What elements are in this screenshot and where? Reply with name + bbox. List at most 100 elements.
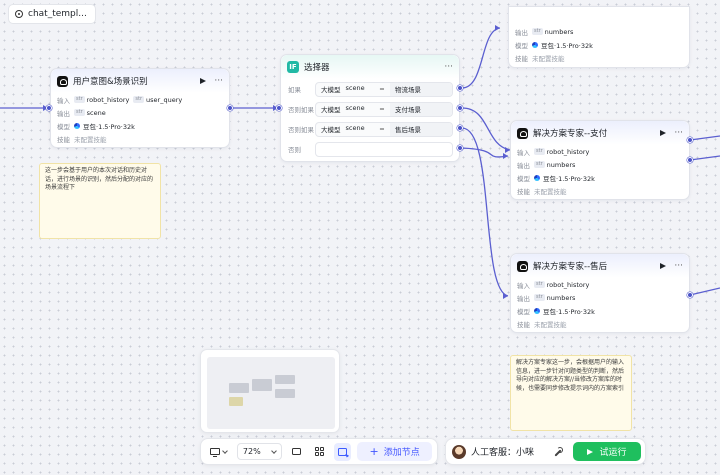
doubao-model-icon bbox=[534, 307, 540, 314]
minimap[interactable] bbox=[200, 349, 340, 433]
model-row: 模型 豆包·1.5·Pro·32k bbox=[511, 171, 689, 184]
model-label: 模型 bbox=[517, 307, 530, 316]
test-run-button[interactable]: 试运行 bbox=[573, 442, 641, 461]
model-label: 模型 bbox=[57, 122, 70, 131]
agent-name[interactable]: 人工客服：小咪 bbox=[471, 448, 535, 458]
model-name: 豆包·1.5·Pro·32k bbox=[83, 122, 135, 131]
left-var: scene bbox=[345, 124, 365, 132]
run-node-icon[interactable] bbox=[660, 130, 667, 136]
more-icon[interactable]: ··· bbox=[214, 75, 223, 86]
add-node-button[interactable]: + 添加节点 bbox=[357, 442, 432, 461]
plus-icon: + bbox=[369, 445, 379, 458]
run-node-icon[interactable] bbox=[200, 78, 207, 84]
model-name: 豆包·1.5·Pro·32k bbox=[543, 307, 595, 316]
output-port[interactable] bbox=[687, 157, 693, 163]
input-var: robot_history bbox=[546, 280, 590, 289]
more-icon[interactable]: ··· bbox=[674, 127, 683, 138]
skills-row: 技能 未配置技能 bbox=[51, 132, 229, 145]
note-text: 解决方案专家这一步，会根据用户的输入信息，进一步针对问题类型的判断，然后导向对应… bbox=[516, 359, 625, 392]
input-label: 输入 bbox=[517, 148, 530, 157]
skills-value: 未配置技能 bbox=[534, 320, 567, 329]
node-top-skills-row: 技能 未配置技能 bbox=[509, 51, 689, 64]
variable-type-icon: str bbox=[534, 281, 545, 288]
variable-type-icon: str bbox=[534, 161, 545, 168]
note-solution[interactable]: 解决方案专家这一步，会根据用户的输入信息，进一步针对问题类型的判断，然后导向对应… bbox=[510, 355, 632, 431]
output-var: numbers bbox=[546, 160, 576, 169]
display-mode-button[interactable] bbox=[206, 443, 231, 461]
input-var: robot_history bbox=[86, 95, 130, 104]
else-placeholder bbox=[315, 141, 453, 157]
llm-node-icon bbox=[517, 127, 528, 139]
output-port-elseif-2[interactable] bbox=[457, 125, 463, 131]
output-var: numbers bbox=[544, 27, 574, 36]
output-label: 输出 bbox=[515, 28, 528, 37]
canvas-toolbar: 72% + 添加节点 bbox=[200, 438, 438, 465]
more-icon[interactable]: ··· bbox=[444, 61, 453, 72]
add-node-label: 添加节点 bbox=[383, 448, 420, 458]
output-port-elseif-1[interactable] bbox=[457, 105, 463, 111]
compare-value: 售后场景 bbox=[390, 122, 452, 136]
note-intent[interactable]: 这一步会基于用户的本次对话和历史对话，进行场景的识别，然后分配的对应的场景流程下 bbox=[39, 163, 161, 239]
output-var: numbers bbox=[546, 293, 576, 302]
left-var: scene bbox=[345, 84, 365, 92]
if-icon: IF bbox=[287, 61, 299, 73]
if-label: 如果 bbox=[288, 86, 301, 94]
left-type: 大模型 bbox=[321, 106, 341, 114]
app-title-tag[interactable]: chat_templ... bbox=[8, 4, 96, 24]
node-title: 选择器 bbox=[304, 63, 330, 73]
chevron-down-icon bbox=[222, 447, 228, 454]
llm-node-icon bbox=[57, 75, 68, 87]
minimap-viewport[interactable] bbox=[207, 357, 335, 429]
doubao-model-icon bbox=[74, 122, 80, 129]
zoom-select[interactable]: 72% bbox=[236, 443, 282, 460]
wrench-icon[interactable] bbox=[553, 446, 563, 457]
run-node-icon[interactable] bbox=[660, 263, 667, 269]
output-port[interactable] bbox=[687, 137, 693, 143]
monitor-icon bbox=[209, 448, 220, 457]
output-label: 输出 bbox=[517, 294, 530, 303]
skills-value: 未配置技能 bbox=[532, 54, 565, 63]
output-port[interactable] bbox=[227, 105, 233, 111]
variable-type-icon: str bbox=[74, 109, 85, 116]
operator: = bbox=[379, 125, 385, 133]
pointer-mode-button[interactable] bbox=[334, 442, 352, 461]
output-port-else[interactable] bbox=[457, 145, 463, 151]
skills-label: 技能 bbox=[515, 54, 528, 63]
node-title: 用户意图&场景识别 bbox=[73, 77, 148, 87]
model-label: 模型 bbox=[515, 41, 528, 50]
else-if-label: 否则如果 bbox=[288, 126, 314, 134]
skills-value: 未配置技能 bbox=[534, 187, 567, 196]
app-icon bbox=[15, 10, 23, 18]
agent-avatar bbox=[452, 444, 466, 459]
input-var: robot_history bbox=[546, 147, 590, 156]
input-port[interactable] bbox=[276, 105, 282, 111]
skills-row: 技能 未配置技能 bbox=[511, 184, 689, 197]
comment-button[interactable] bbox=[288, 443, 305, 461]
variable-type-icon: str bbox=[74, 96, 85, 103]
output-port[interactable] bbox=[687, 292, 693, 298]
app-title: chat_templ... bbox=[28, 9, 87, 19]
else-label: 否则 bbox=[288, 146, 301, 154]
skills-value: 未配置技能 bbox=[74, 135, 107, 144]
more-icon[interactable]: ··· bbox=[674, 260, 683, 271]
input-port[interactable] bbox=[46, 105, 52, 111]
layout-button[interactable] bbox=[311, 443, 328, 461]
compare-value: 支付场景 bbox=[390, 102, 452, 116]
left-var: scene bbox=[345, 104, 365, 112]
output-port-if[interactable] bbox=[457, 85, 463, 91]
skills-label: 技能 bbox=[517, 320, 530, 329]
skills-label: 技能 bbox=[517, 187, 530, 196]
